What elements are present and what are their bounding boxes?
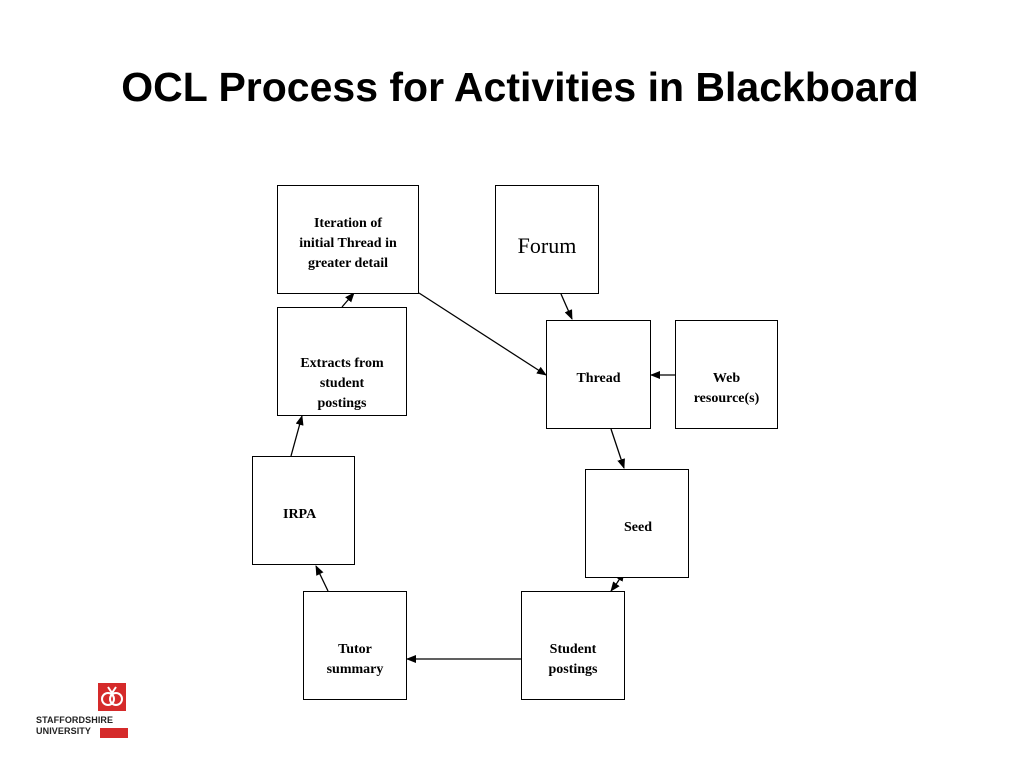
arrow-irpa-to-extracts xyxy=(290,415,304,457)
node-forum-label: Forum xyxy=(517,233,577,258)
node-web-resources: Web resource(s) xyxy=(675,320,778,429)
node-web-line-2: resource(s) xyxy=(693,391,760,406)
node-student-line-2: postings xyxy=(548,662,598,677)
node-irpa-label: IRPA xyxy=(283,507,317,522)
node-iteration-line-2: initial Thread in xyxy=(299,236,397,251)
arrow-tutor-to-irpa xyxy=(315,565,329,592)
node-thread: Thread xyxy=(546,320,651,429)
node-web-line-1: Web xyxy=(712,371,741,386)
node-tutor-summary: Tutor summary xyxy=(303,591,407,700)
arrow-forum-to-thread xyxy=(560,293,573,320)
node-iteration-line-1: Iteration of xyxy=(313,216,383,231)
node-irpa: IRPA xyxy=(252,456,355,565)
node-seed-label: Seed xyxy=(624,520,652,535)
logo-line-1: STAFFORDSHIRE xyxy=(36,715,114,725)
node-extracts-line-2: student xyxy=(319,376,365,391)
arrow-iteration-to-thread xyxy=(418,292,547,376)
arrow-seed-to-student xyxy=(610,581,620,592)
node-extracts-line-1: Extracts from xyxy=(300,356,384,371)
node-seed: Seed xyxy=(585,469,689,578)
node-student-line-1: Student xyxy=(549,642,597,657)
logo-line-2: UNIVERSITY xyxy=(36,726,92,736)
node-iteration: Iteration of initial Thread in greater d… xyxy=(277,185,419,294)
node-iteration-line-3: greater detail xyxy=(308,256,388,271)
node-extracts: Extracts from student postings xyxy=(277,307,407,416)
node-tutor-line-2: summary xyxy=(326,662,384,677)
staffordshire-university-logo: STAFFORDSHIRE UNIVERSITY xyxy=(36,683,128,741)
staffordshire-knot-icon xyxy=(98,683,126,711)
node-tutor-line-1: Tutor xyxy=(338,642,372,657)
node-extracts-line-3: postings xyxy=(317,396,367,411)
logo-bar xyxy=(100,728,128,738)
node-thread-label: Thread xyxy=(576,371,621,386)
arrow-extracts-to-iteration xyxy=(341,292,355,308)
node-student-postings: Student postings xyxy=(521,591,625,700)
node-forum: Forum xyxy=(495,185,599,294)
slide-title: OCL Process for Activities in Blackboard xyxy=(121,64,919,110)
arrow-thread-to-seed xyxy=(610,428,625,469)
